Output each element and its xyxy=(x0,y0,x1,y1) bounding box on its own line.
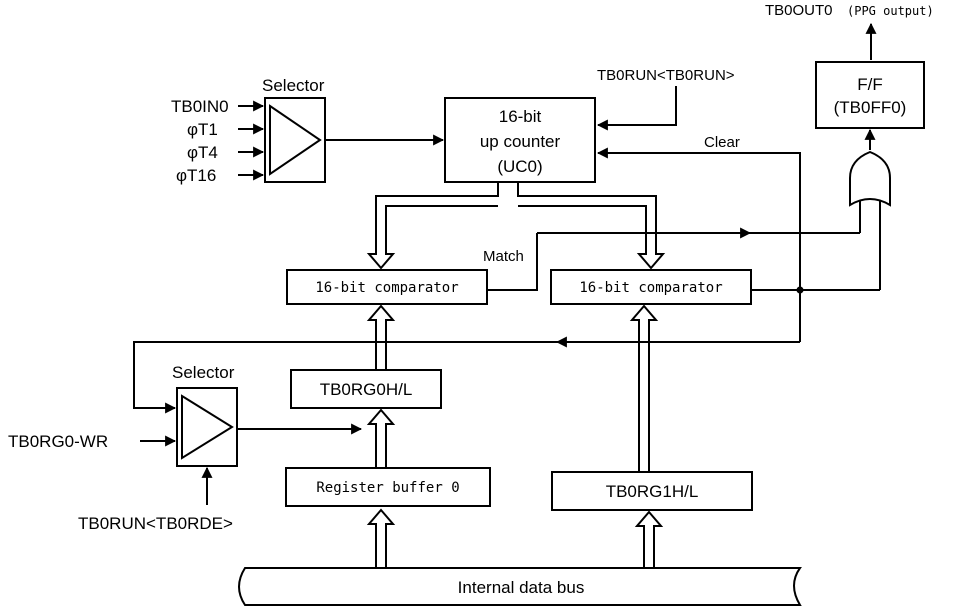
reg1-box xyxy=(551,471,753,511)
comparator1-label: 16-bit comparator xyxy=(579,280,722,296)
input-phi-t1: φT1 xyxy=(187,120,218,139)
reg1-label: TB0RG1H/L xyxy=(606,482,699,501)
counter-label-line3: (UC0) xyxy=(497,157,542,176)
selector-bottom-box xyxy=(176,387,238,467)
input-phi-t4: φT4 xyxy=(187,143,218,162)
bus-to-reg1 xyxy=(634,510,664,567)
flip-flop-box xyxy=(815,61,925,129)
reg1-to-comparator1-bus xyxy=(629,304,659,472)
counter-label-line1: 16-bit xyxy=(499,107,542,126)
up-counter-box xyxy=(444,97,596,183)
counter-label-line2: up counter xyxy=(480,132,561,151)
run-control-arrow xyxy=(596,86,677,131)
match-label: Match xyxy=(483,248,524,265)
output-label: TB0OUT0 xyxy=(765,2,833,19)
rde-label: TB0RUN<TB0RDE> xyxy=(78,514,233,533)
selector-bottom-label: Selector xyxy=(172,363,235,382)
comparator1-box xyxy=(550,269,752,305)
counter-to-comparator0-bus xyxy=(366,182,499,270)
counter-to-comparator1-bus xyxy=(517,182,666,270)
comparator0-box xyxy=(286,269,488,305)
selector-top-triangle xyxy=(269,104,322,176)
bus-label: Internal data bus xyxy=(458,578,585,597)
selector-top-label: Selector xyxy=(262,76,325,95)
input-phi-t16: φT16 xyxy=(176,166,216,185)
run-control-label: TB0RUN<TB0RUN> xyxy=(597,67,735,84)
selector-bottom-triangle xyxy=(181,394,234,460)
reg0-label: TB0RG0H/L xyxy=(320,380,413,399)
input-tb0in0: TB0IN0 xyxy=(171,97,229,116)
clear-arrow xyxy=(596,147,801,342)
comparator0-label: 16-bit comparator xyxy=(315,280,458,296)
write-input-label: TB0RG0-WR xyxy=(8,432,108,451)
internal-data-bus xyxy=(238,567,802,606)
bus-to-buffer xyxy=(366,508,396,567)
flip-flop-label: F/F xyxy=(857,75,883,94)
buffer-to-reg0-bus xyxy=(366,408,396,468)
or-gate xyxy=(849,150,891,207)
selector-top-box xyxy=(264,97,326,183)
match-line xyxy=(487,233,538,291)
clear-label: Clear xyxy=(704,134,740,151)
reg0-to-comparator0-bus xyxy=(366,304,396,370)
output-note: (PPG output) xyxy=(847,4,934,18)
register-buffer-box xyxy=(285,467,491,507)
reg0-box xyxy=(290,369,442,409)
register-buffer-label: Register buffer 0 xyxy=(316,480,459,496)
flip-flop-register-label: (TB0FF0) xyxy=(834,98,907,117)
